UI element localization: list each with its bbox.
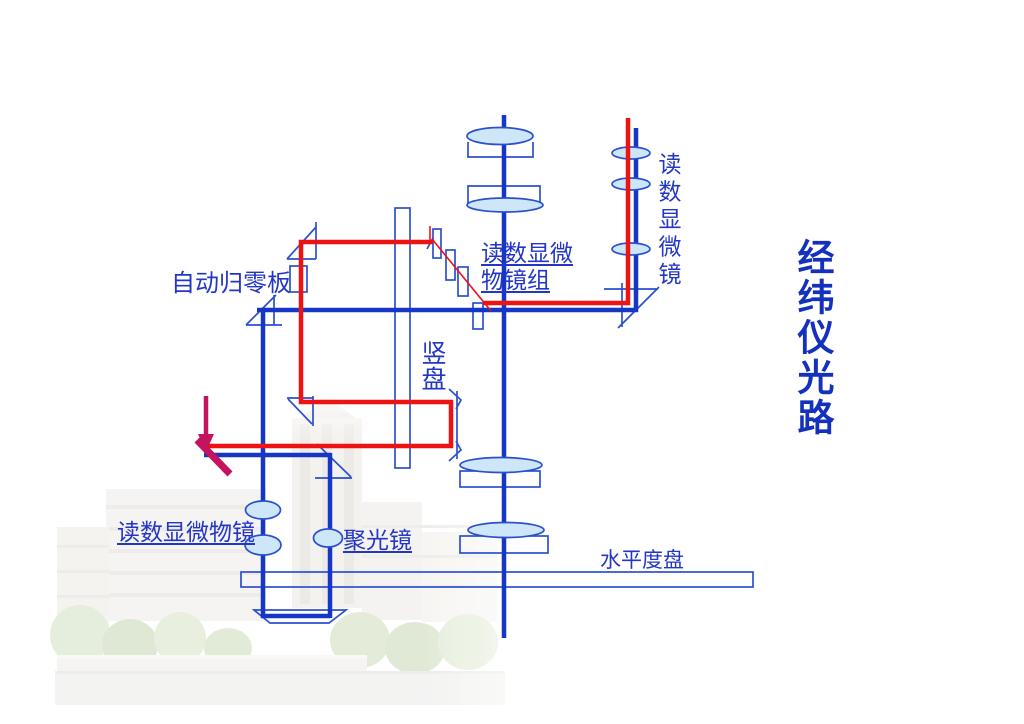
vertical-circle-plate <box>394 207 411 469</box>
reading-microscope-lens-1 <box>611 146 651 160</box>
focusing-lens-lower <box>467 521 545 539</box>
label-reading-objective-group-line2: 物镜组 <box>481 268 550 293</box>
photo-tower-windows <box>300 424 310 604</box>
focusing-lens-upper <box>459 456 543 474</box>
red-diagonal-relay <box>431 238 492 312</box>
reading-microscope-lens-2 <box>611 177 651 191</box>
label-auto-zero-plate: 自动归零板 <box>171 271 291 297</box>
photo-curb <box>55 671 505 674</box>
condenser-lens <box>312 528 344 548</box>
red-light-path <box>206 118 631 449</box>
red-path-loop <box>206 239 454 449</box>
horizontal-circle-plate <box>240 571 754 588</box>
label-vertical-circle: 竖盘 <box>418 340 445 392</box>
label-reading-objective: 读数显微物镜 <box>117 520 255 545</box>
slide-title: 经纬仪光路 <box>791 238 832 438</box>
incident-light-arrow <box>194 396 233 477</box>
reading-objective-lens-1 <box>244 500 282 520</box>
relay-plate-2 <box>457 266 469 297</box>
main-horizontal-and-reading-column <box>257 128 639 313</box>
relay-plate-1 <box>445 249 456 281</box>
label-horizontal-circle: 水平度盘 <box>600 548 684 572</box>
photo-tower-windows <box>344 424 354 604</box>
reading-microscope-lens-3 <box>611 242 651 256</box>
incident-mirror-stroke <box>194 437 233 477</box>
photo-far-left-floor <box>57 595 109 598</box>
relay-plate-3 <box>472 302 484 330</box>
loop-mirror-bracket <box>448 388 463 462</box>
label-reading-objective-group: 读数显微 物镜组 <box>481 240 573 294</box>
photo-fence-rail <box>57 655 367 659</box>
label-condenser: 聚光镜 <box>343 528 412 553</box>
objective-mount-upper <box>467 142 534 158</box>
photo-tower-windows <box>322 424 332 604</box>
photo-far-left-floor <box>57 570 109 573</box>
mirror-flag-plate <box>432 228 442 259</box>
auto-zero-plate <box>289 265 308 293</box>
telescope-inner-lens <box>466 197 544 213</box>
prism-condenser <box>315 443 352 479</box>
telescope-objective-lens <box>466 126 534 146</box>
photo-fade-top <box>50 378 510 448</box>
prism-reading-column <box>604 283 660 329</box>
reading-objective-lens-2 <box>244 534 282 556</box>
bottom-prism <box>251 609 349 624</box>
photo-right-wing <box>362 502 422 620</box>
structure-outlines <box>240 142 754 624</box>
label-reading-microscope: 读数显微镜 <box>655 152 680 290</box>
photo-left-wing <box>106 489 266 621</box>
incident-arrow-head <box>198 434 214 452</box>
red-path-upper-right <box>483 118 631 306</box>
photo-left-wing-floors <box>106 505 266 597</box>
photo-far-left-floor <box>57 545 109 548</box>
photo-fence <box>57 659 367 671</box>
label-reading-objective-group-line1: 读数显微 <box>481 241 573 266</box>
lenses <box>244 126 651 556</box>
